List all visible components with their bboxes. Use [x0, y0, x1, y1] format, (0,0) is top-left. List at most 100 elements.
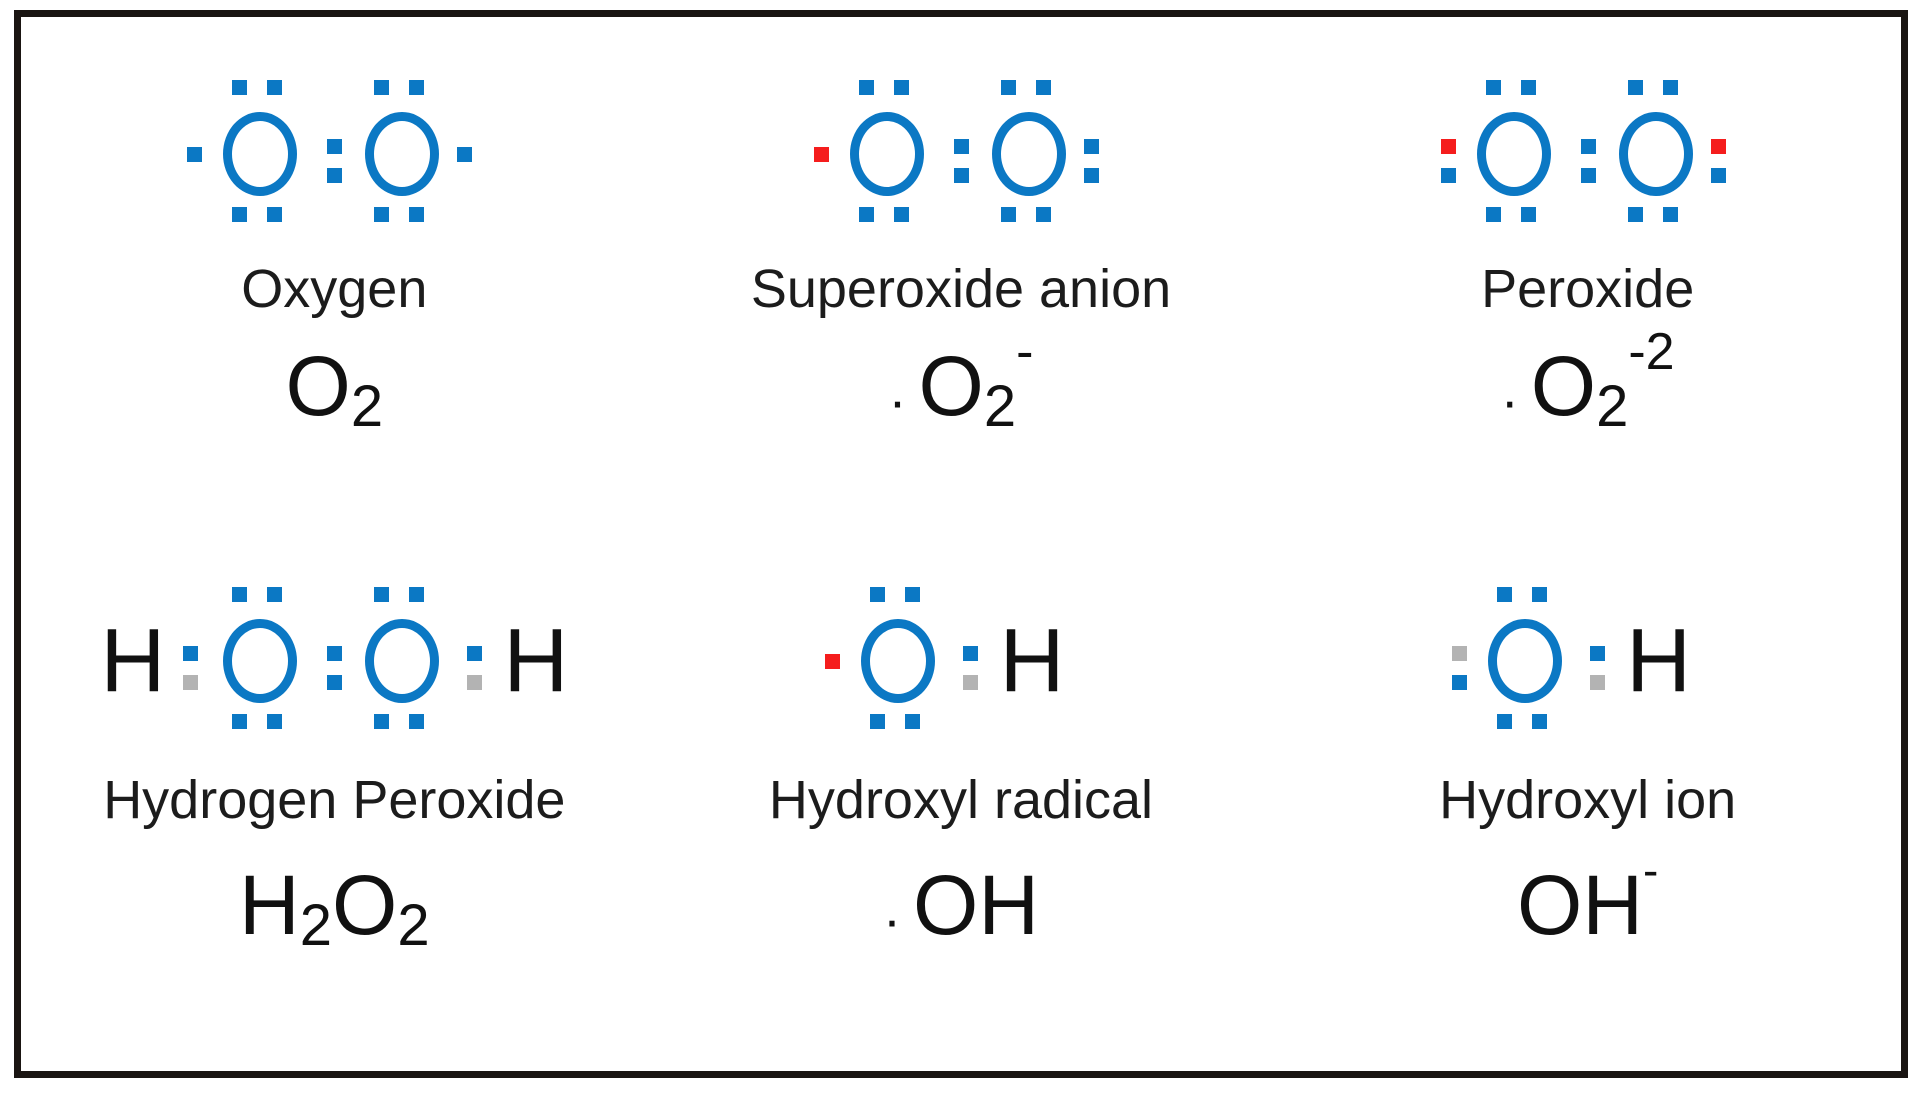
electron-dot [409, 714, 425, 729]
electron-dot [374, 80, 390, 95]
species-name: Hydroxyl radical [768, 770, 1154, 830]
electron-dot [1035, 207, 1051, 222]
oxygen-atom-left [215, 587, 311, 729]
electron-dot [1035, 80, 1051, 95]
species-name: Hydrogen Peroxide [103, 770, 566, 830]
lewis-structure-oxygen [187, 17, 473, 249]
electron-dot [905, 587, 921, 602]
electron-dot [232, 80, 248, 95]
formula-radical-dot: · [1500, 370, 1519, 431]
electron-dot [858, 80, 874, 95]
electron-dot [1440, 168, 1456, 183]
formula-main: OH [912, 857, 1039, 952]
formula-superscript: - [1016, 322, 1034, 381]
electron-dot [327, 646, 343, 661]
electron-dot [409, 587, 425, 602]
bonding-electron-pair-right [453, 613, 499, 709]
electron-dot [374, 714, 390, 729]
oxygen-atom [825, 587, 949, 729]
oxygen-atom-left [1440, 80, 1565, 222]
unpaired-electron-dot [825, 654, 841, 669]
electron-dot [1520, 80, 1536, 95]
electron-dot [409, 80, 425, 95]
atom-ring-icon [365, 112, 440, 196]
electron-dot [1000, 80, 1016, 95]
shared-electron-dot [1452, 646, 1468, 661]
electron-dot [953, 168, 969, 183]
electron-dot [953, 139, 969, 154]
electron-dot [893, 80, 909, 95]
oxygen-atom-right [984, 80, 1099, 222]
atom-ring-icon [1618, 112, 1693, 196]
species-cell-peroxide: Peroxide · O 2 -2 [1274, 17, 1901, 544]
atom-ring-icon [1476, 112, 1551, 196]
electron-dot [267, 587, 283, 602]
electron-dot [870, 587, 886, 602]
species-formula: · O 2 - [888, 326, 1034, 436]
atom-ring-icon [849, 112, 924, 196]
electron-dot [187, 147, 203, 162]
electron-dot [1083, 168, 1099, 183]
electron-dot [870, 714, 886, 729]
atom-ring-icon [365, 619, 440, 703]
electron-dot [1627, 80, 1643, 95]
electron-dot [409, 207, 425, 222]
electron-dot [1532, 714, 1548, 729]
electron-dot [232, 714, 248, 729]
electron-dot [1662, 80, 1678, 95]
oxygen-atom-left [187, 80, 311, 222]
electron-dot [905, 714, 921, 729]
oxygen-atom-left [813, 80, 938, 222]
electron-dot [1452, 675, 1468, 690]
electron-dot [1710, 168, 1726, 183]
formula-radical-dot: · [883, 889, 901, 950]
electron-dot [1532, 587, 1548, 602]
species-name: Oxygen [241, 259, 428, 319]
species-name: Superoxide anion [750, 259, 1172, 319]
formula-subscript-2: 2 [397, 892, 430, 958]
bonding-electron-pair [938, 106, 984, 202]
species-formula: · O 2 -2 [1500, 326, 1675, 436]
electron-dot [858, 207, 874, 222]
species-cell-hydroxyl-ion: H Hydroxyl ion OH - [1274, 544, 1901, 1071]
electron-dot [183, 646, 199, 661]
shared-electron-dot [1590, 675, 1606, 690]
formula-main: O [285, 338, 351, 433]
oxygen-atom-right [1611, 80, 1726, 222]
formula-radical-dot: · [888, 370, 907, 431]
lewis-structure-hydroxyl-ion: H [1452, 544, 1695, 756]
bonding-electron-pair-left [169, 613, 215, 709]
electron-dot [327, 139, 343, 154]
electron-dot [267, 714, 283, 729]
formula-superscript: - [1643, 843, 1659, 896]
unpaired-electron-dot [813, 147, 829, 162]
oxygen-atom [1452, 587, 1576, 729]
electron-dot [232, 587, 248, 602]
hydrogen-atom-right: H [503, 611, 569, 711]
lewis-structure-hydroxyl-radical: H [825, 544, 1068, 756]
oxygen-atom-right [357, 80, 473, 222]
species-name: Hydroxyl ion [1439, 770, 1737, 830]
bonding-electron-pair [311, 106, 357, 202]
electron-dot [1580, 168, 1596, 183]
electron-dot [1083, 139, 1099, 154]
species-cell-hydroxyl-radical: H Hydroxyl radical · OH [648, 544, 1275, 1071]
electron-dot [1590, 646, 1606, 661]
shared-electron-dot [963, 675, 979, 690]
formula-main-2: O [331, 857, 398, 952]
electron-dot [327, 675, 343, 690]
electron-dot [467, 646, 483, 661]
atom-ring-icon [223, 112, 298, 196]
electron-dot [1580, 139, 1596, 154]
electron-dot [1000, 207, 1016, 222]
bonding-electron-pair [1565, 106, 1611, 202]
species-formula: OH - [1517, 847, 1658, 947]
electron-dot [267, 207, 283, 222]
electron-dot [1662, 207, 1678, 222]
species-grid: Oxygen O 2 [21, 17, 1901, 1071]
shared-electron-dot [467, 675, 483, 690]
unpaired-electron-dot [1440, 139, 1456, 154]
formula-subscript: 2 [983, 373, 1017, 439]
electron-dot [1485, 207, 1501, 222]
species-formula: O 2 [285, 338, 384, 436]
